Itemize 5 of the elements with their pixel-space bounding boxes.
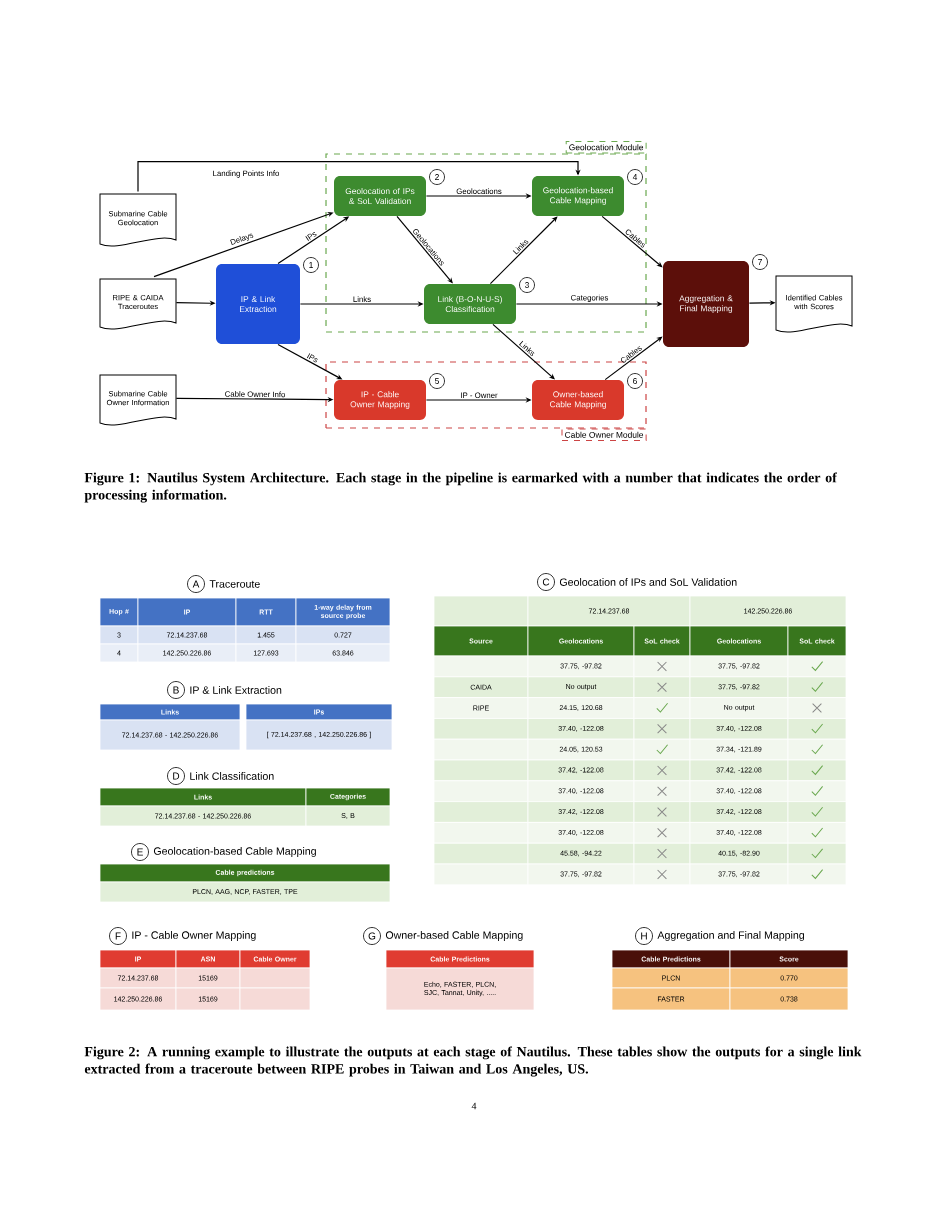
arrow xyxy=(396,215,453,284)
arrow xyxy=(137,161,581,193)
arrow xyxy=(601,215,663,268)
arrow xyxy=(489,216,558,285)
arrow xyxy=(604,336,663,381)
